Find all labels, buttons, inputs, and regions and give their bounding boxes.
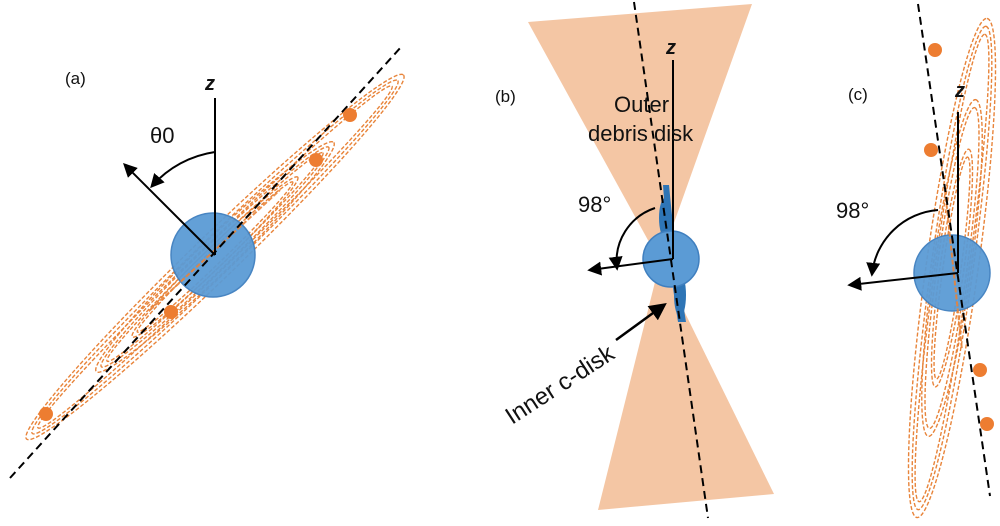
inner-disk-label: Inner c-disk <box>501 339 621 430</box>
disk-axis-a <box>9 45 403 479</box>
angle-label-b: 98° <box>578 192 611 217</box>
angle-arc-a <box>150 151 216 189</box>
z-label-b: z <box>665 37 676 59</box>
z-label-a: z <box>204 73 215 95</box>
angle-label-a: θ0 <box>150 123 174 148</box>
z-label-c: z <box>954 80 965 102</box>
angle-label-c: 98° <box>836 198 869 223</box>
tilt-arrow-b <box>587 258 674 276</box>
panel-c: (c) z 98° <box>836 3 997 519</box>
tilt-arrow-a <box>123 163 216 256</box>
panel-label-a: (a) <box>65 69 86 88</box>
angle-arc-b <box>608 207 656 271</box>
particle-a4 <box>39 407 53 421</box>
particle-a2 <box>309 153 323 167</box>
panel-label-c: (c) <box>848 85 868 104</box>
tilt-arrow-c <box>847 272 959 291</box>
particle-c1 <box>928 43 942 57</box>
outer-disk-label-line1: Outer <box>614 92 669 117</box>
particle-c3 <box>973 363 987 377</box>
panel-b: (b) z Outer debris disk 98° Inner c-disk <box>495 1 774 519</box>
inner-disk-upper <box>659 198 671 238</box>
particle-a1 <box>343 108 357 122</box>
panel-label-b: (b) <box>495 87 516 106</box>
particle-c2 <box>924 143 938 157</box>
angle-arc-c <box>866 209 939 277</box>
inner-disk-pointer <box>615 302 667 342</box>
disk-axis-c <box>917 3 991 497</box>
panel-a: (a) z θ0 <box>9 45 405 479</box>
outer-debris-cone-top <box>528 4 752 262</box>
outer-disk-label-line2: debris disk <box>588 121 694 146</box>
particle-c4 <box>980 417 994 431</box>
outer-debris-cone-bottom <box>598 262 774 510</box>
particle-a3 <box>164 305 178 319</box>
dust-lane-c <box>944 189 963 351</box>
